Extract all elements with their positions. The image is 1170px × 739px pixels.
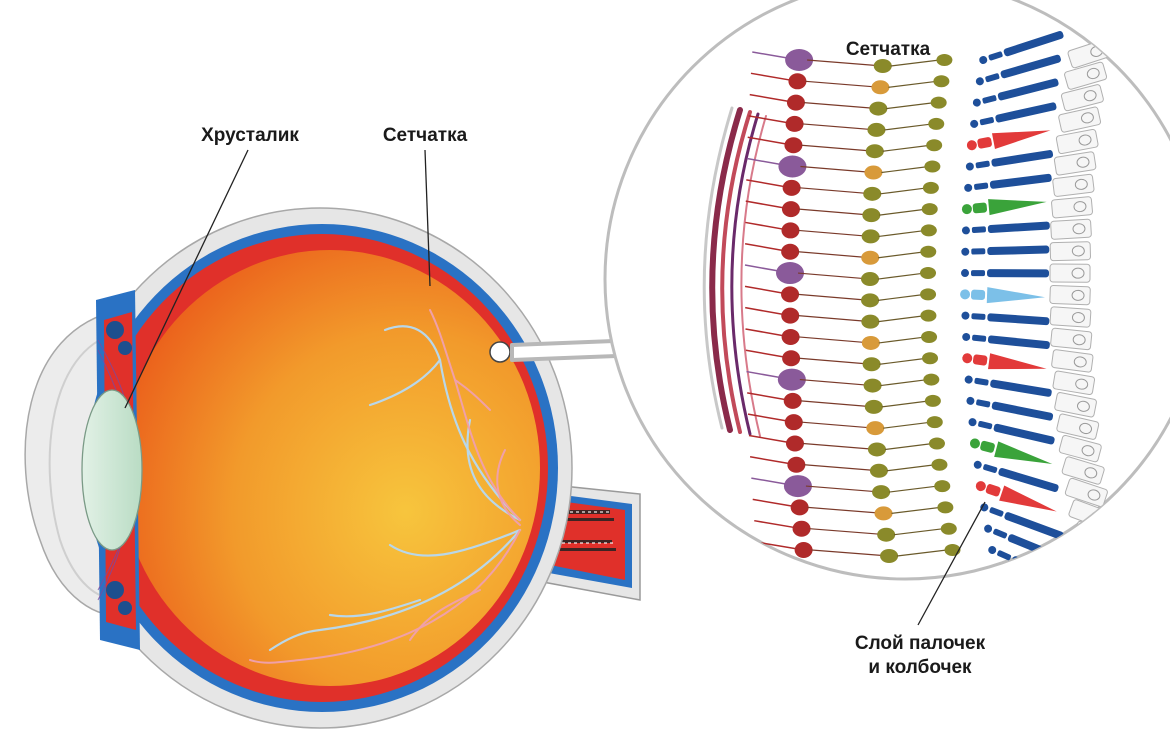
ciliary-body xyxy=(106,321,132,615)
lens xyxy=(81,389,143,551)
eyeball xyxy=(24,207,641,729)
retina-cells xyxy=(702,31,1120,579)
retina-leader-line xyxy=(424,149,431,287)
retina-label: Сетчатка xyxy=(382,125,468,146)
rods-cones-label-line2: и колбочек xyxy=(868,657,972,678)
rods-cones-label-line1: Слой палочек xyxy=(854,633,986,654)
retina-zoom-label: Сетчатка xyxy=(845,39,931,60)
blood-vessels xyxy=(249,309,522,664)
lens-leader-line xyxy=(124,149,249,409)
lens-label: Хрусталик xyxy=(201,125,299,146)
vitreous-body xyxy=(120,250,540,686)
leader-lines xyxy=(124,149,986,626)
retina-spot-marker xyxy=(489,341,511,363)
rods-leader-line xyxy=(917,501,986,626)
